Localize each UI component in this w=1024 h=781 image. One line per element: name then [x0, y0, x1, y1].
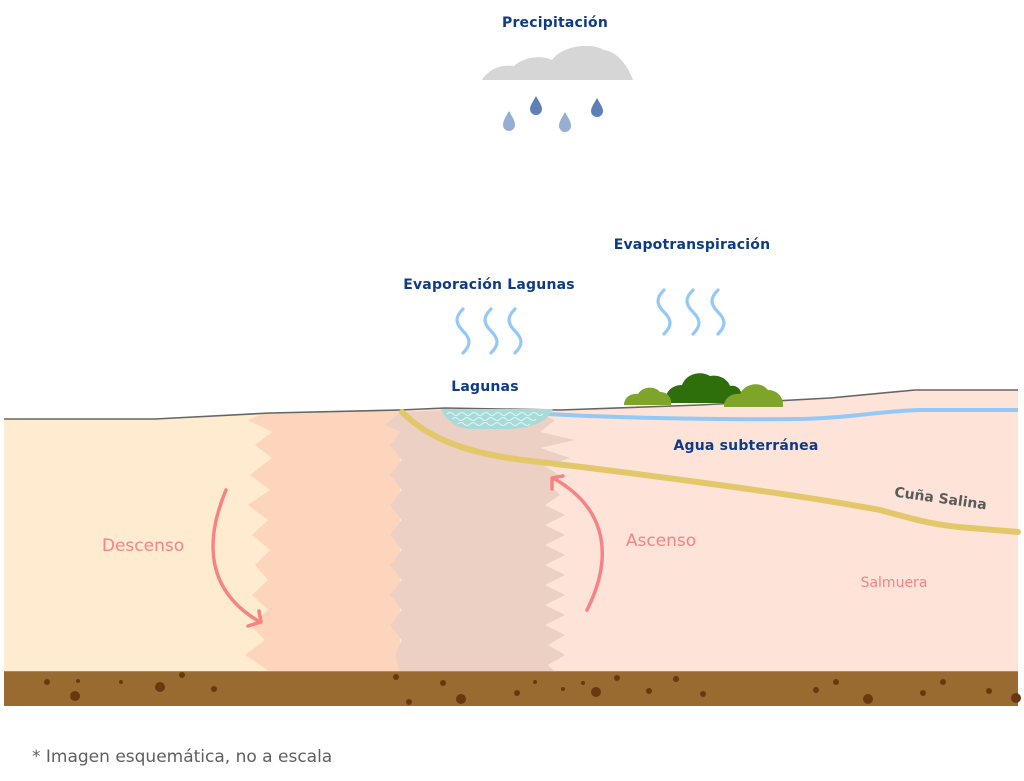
- bedrock-dot: [70, 691, 80, 701]
- bedrock-dot: [863, 694, 873, 704]
- bedrock-dots: [44, 672, 1021, 705]
- ascent-label: Ascenso: [626, 531, 696, 551]
- footnote: * Imagen esquemática, no a escala: [32, 747, 333, 767]
- subsurface-zones: [4, 390, 1018, 672]
- shrub-dark-icon: [665, 373, 743, 403]
- transition-zone: [385, 410, 575, 672]
- bedrock-dot: [920, 690, 926, 696]
- raindrop-icon: [503, 111, 515, 131]
- brine-label: Salmuera: [861, 575, 928, 591]
- bedrock-dot: [833, 679, 839, 685]
- mixing-zone: [245, 409, 400, 672]
- evapotranspiration-vapor-icon: [656, 288, 726, 336]
- bedrock-dot: [76, 679, 80, 683]
- lagoon-vapor-icon: [455, 307, 523, 355]
- bedrock: [4, 671, 1018, 706]
- raindrop-icon: [559, 112, 571, 132]
- bedrock-dot: [561, 687, 565, 691]
- bedrock-dot: [514, 690, 520, 696]
- saline-wedge-line: [399, 409, 1021, 535]
- lagoons-label: Lagunas: [451, 379, 519, 395]
- bedrock-dot: [456, 694, 466, 704]
- vegetation: [624, 373, 784, 407]
- bedrock-dot: [581, 681, 585, 685]
- shrub-right-icon: [724, 384, 784, 407]
- bedrock-dot: [940, 679, 946, 685]
- bedrock-dot: [1011, 693, 1021, 703]
- bedrock-dot: [155, 682, 165, 692]
- bedrock-dot: [119, 680, 123, 684]
- bedrock-dot: [591, 687, 601, 697]
- lagoon-wave-pattern: [446, 412, 544, 426]
- bedrock-dot: [44, 679, 50, 685]
- groundwater-label: Agua subterránea: [673, 438, 818, 454]
- evapotranspiration-label: Evapotranspiración: [614, 237, 771, 253]
- bedrock-dot: [700, 691, 706, 697]
- bedrock-dot: [614, 675, 620, 681]
- bedrock-dot: [211, 686, 217, 692]
- bedrock-dot: [646, 688, 652, 694]
- lagoon: [441, 409, 553, 429]
- bedrock-dot: [406, 699, 412, 705]
- bedrock-dot: [533, 680, 537, 684]
- raindrop-icon: [591, 98, 603, 117]
- bedrock-dot: [986, 688, 992, 694]
- bedrock-dot: [393, 674, 399, 680]
- descent-label: Descenso: [102, 536, 184, 556]
- ascent-arrow-icon: [550, 474, 604, 612]
- precipitation-graphic: [482, 45, 633, 132]
- lagoon-evaporation-label: Evaporación Lagunas: [403, 277, 575, 293]
- precipitation-label: Precipitación: [502, 15, 608, 31]
- shrub-left-icon: [624, 387, 672, 405]
- descent-arrow-icon: [211, 488, 263, 628]
- bedrock-dot: [673, 676, 679, 682]
- bedrock-dot: [440, 680, 446, 686]
- raindrop-icon: [530, 96, 542, 115]
- bedrock-layer: [4, 671, 1021, 706]
- bedrock-dot: [179, 672, 185, 678]
- bedrock-dot: [813, 687, 819, 693]
- cloud-icon: [482, 45, 633, 80]
- groundwater-table-line: [547, 408, 1018, 422]
